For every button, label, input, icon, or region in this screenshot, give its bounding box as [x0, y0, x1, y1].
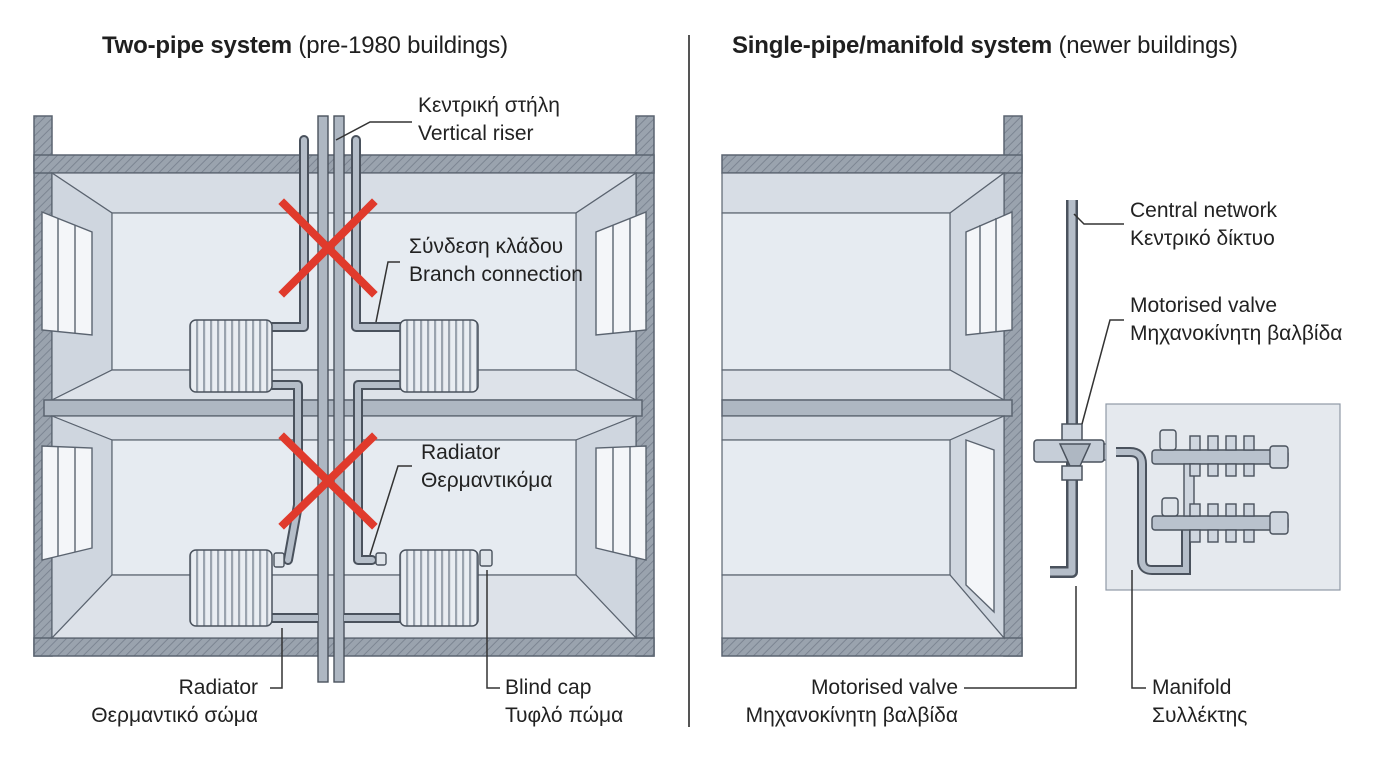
left-building — [33, 115, 655, 689]
label-central-network-greek: Κεντρικό δίκτυο — [1130, 227, 1275, 250]
manifold-feed-pipe — [1116, 447, 1191, 575]
leader-lines-left — [270, 121, 500, 689]
label-riser-english: Vertical riser — [418, 122, 534, 145]
label-motorised-valve-top: Motorised valve Μηχανοκίνητη βαλβίδα — [1130, 292, 1342, 348]
label-radiator-bottom-english: Radiator — [178, 676, 258, 699]
blind-cap-icon — [273, 549, 493, 568]
label-valve-bottom-english: Motorised valve — [810, 676, 958, 699]
label-riser-greek: Κεντρική στήλη — [418, 94, 560, 117]
label-blind-cap: Blind cap Τυφλό πώμα — [505, 674, 623, 730]
label-radiator-mid: Radiator Θερμαντικόμα — [421, 439, 553, 495]
label-manifold-english: Manifold — [1152, 676, 1232, 699]
label-central-network: Central network Κεντρικό δίκτυο — [1130, 197, 1277, 253]
right-title-rest: (newer buildings) — [1058, 32, 1238, 59]
branch-pipes-upper-fill — [269, 137, 403, 563]
leader-lines-right — [964, 213, 1146, 689]
window-icon — [41, 210, 647, 561]
label-blind-cap-greek: Τυφλό πώμα — [505, 704, 624, 727]
right-title-bold: Single-pipe/manifold system — [732, 32, 1052, 59]
motorised-valve-icon — [1033, 423, 1117, 481]
label-manifold-greek: Συλλέκτης — [1152, 704, 1248, 727]
label-motorised-valve-bottom: Motorised valve Μηχανοκίνητη βαλβίδα — [746, 674, 958, 730]
label-vertical-riser: Κεντρική στήλη Vertical riser — [418, 92, 560, 148]
label-branch-greek: Σύνδεση κλάδου — [409, 235, 564, 258]
radiator-icon — [189, 319, 479, 627]
label-radiator-bottom-greek: Θερμαντικό σώμα — [91, 704, 258, 727]
label-central-network-english: Central network — [1130, 199, 1278, 222]
central-network-pipe — [1050, 200, 1078, 578]
door-icon — [965, 439, 995, 614]
label-manifold: Manifold Συλλέκτης — [1152, 674, 1247, 730]
red-cross-icon — [278, 198, 378, 530]
left-title-rest: (pre-1980 buildings) — [298, 32, 508, 59]
right-building — [721, 115, 1341, 689]
label-radiator-mid-greek: Θερμαντικόμα — [421, 469, 553, 492]
vertical-riser-pipes — [317, 115, 345, 683]
label-blind-cap-english: Blind cap — [505, 676, 592, 699]
label-branch-english: Branch connection — [409, 263, 583, 286]
manifold-icon — [1151, 429, 1289, 543]
right-panel-title: Single-pipe/manifold system (newer build… — [732, 32, 1238, 60]
label-valve-top-greek: Μηχανοκίνητη βαλβίδα — [1130, 322, 1343, 345]
label-branch-connection: Σύνδεση κλάδου Branch connection — [409, 233, 583, 289]
panel-divider — [688, 35, 690, 727]
window-icon — [965, 210, 1013, 336]
left-panel-title: Two-pipe system (pre-1980 buildings) — [102, 32, 508, 60]
left-title-bold: Two-pipe system — [102, 32, 292, 59]
label-valve-bottom-greek: Μηχανοκίνητη βαλβίδα — [745, 704, 958, 727]
label-valve-top-english: Motorised valve — [1130, 294, 1278, 317]
label-radiator-bottom: Radiator Θερμαντικό σώμα — [91, 674, 258, 730]
label-radiator-mid-english: Radiator — [421, 441, 501, 464]
